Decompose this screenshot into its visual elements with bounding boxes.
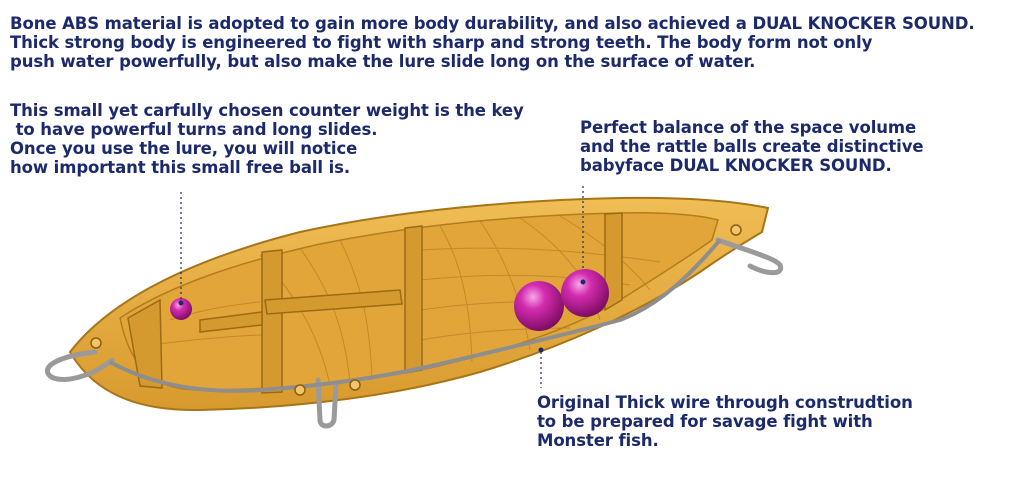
eyelet-holes bbox=[90, 224, 742, 396]
balance-line-1: Perfect balance of the space volume bbox=[580, 118, 917, 137]
nose-eye-wire bbox=[715, 237, 784, 276]
counter-weight-callout: This small yet carfully chosen counter w… bbox=[10, 101, 524, 177]
internal-ribs bbox=[127, 212, 623, 394]
weight-line-2: to have powerful turns and long slides. bbox=[10, 120, 378, 139]
leader-dots bbox=[178, 279, 586, 353]
weight-line-4: how important this small free ball is. bbox=[10, 158, 351, 177]
weight-line-1: This small yet carfully chosen counter w… bbox=[10, 101, 524, 120]
intro-line-1: Bone ABS material is adopted to gain mor… bbox=[10, 14, 975, 33]
balance-line-3: babyface DUAL KNOCKER SOUND. bbox=[580, 156, 892, 175]
wire-callout: Original Thick wire through construdtion… bbox=[537, 393, 913, 450]
wire-line-3: Monster fish. bbox=[537, 431, 659, 450]
rattle-ball-1 bbox=[514, 281, 564, 331]
wire-line-1: Original Thick wire through construdtion bbox=[537, 393, 913, 412]
rattle-ball-2 bbox=[561, 269, 609, 317]
wire-line-2: to be prepared for savage fight with bbox=[537, 412, 873, 431]
intro-line-2: Thick strong body is engineered to fight… bbox=[10, 33, 873, 52]
intro-line-3: push water powerfully, but also make the… bbox=[10, 52, 756, 71]
leader-lines bbox=[180, 186, 584, 388]
weight-line-3: Once you use the lure, you will notice bbox=[10, 139, 358, 158]
tail-eye-wire bbox=[45, 349, 115, 382]
through-wire bbox=[109, 238, 722, 393]
rattle-balls-callout: Perfect balance of the space volume and … bbox=[580, 118, 924, 175]
intro-paragraph: Bone ABS material is adopted to gain mor… bbox=[10, 14, 975, 71]
counter-weight-ball bbox=[170, 298, 192, 320]
belly-hanger-wire bbox=[315, 377, 339, 429]
balance-line-2: and the rattle balls create distinctive bbox=[580, 137, 924, 156]
